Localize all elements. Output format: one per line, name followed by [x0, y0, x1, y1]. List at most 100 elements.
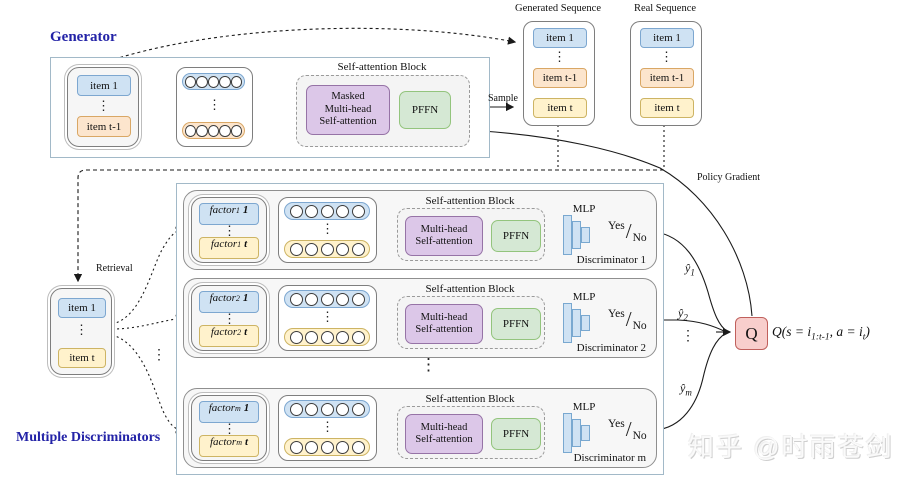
- mlp-bar: [572, 309, 581, 337]
- item-chip: item t: [640, 98, 694, 118]
- formula-sub1: 1:t-1: [811, 332, 830, 343]
- yes-no-output: Yes / No: [608, 307, 647, 332]
- item-chip: item t: [533, 98, 587, 118]
- ellipsis: ⋮: [321, 419, 334, 434]
- slash: /: [625, 307, 632, 331]
- sample-label: Sample: [488, 93, 518, 104]
- multiple-discriminators-label: Multiple Discriminators: [16, 430, 161, 445]
- mlp-bar: [563, 303, 572, 343]
- discriminator-name: Discriminator 2: [576, 342, 646, 354]
- factor-sub: m: [236, 438, 242, 447]
- sablock: Multi-head Self-attention PFFN: [397, 208, 545, 261]
- policy-gradient-label: Policy Gradient: [697, 172, 761, 183]
- yes-no-output: Yes / No: [608, 417, 647, 442]
- no-label: No: [632, 319, 647, 332]
- factor-sub: 1: [235, 206, 240, 215]
- generated-sequence-title: Generated Sequence: [515, 3, 601, 14]
- pffn-box: PFFN: [399, 91, 451, 129]
- ellipsis: ⋮: [660, 49, 673, 64]
- ellipsis: ⋮: [681, 329, 695, 344]
- mlp-label: MLP: [572, 401, 596, 413]
- formula-pre: Q(s = i: [772, 324, 812, 339]
- factor-base: factor: [208, 402, 235, 414]
- pffn-box: PFFN: [491, 308, 541, 340]
- yhat-base: ŷ: [680, 381, 686, 395]
- generated-sequence-box: item 1 ⋮ item t-1 item t: [523, 21, 595, 126]
- embedding-circles-row: [284, 328, 370, 346]
- retrieval-input-box: item 1 ⋮ item t: [50, 288, 112, 375]
- factor-sub: 2: [235, 294, 240, 303]
- item-chip: item t-1: [77, 116, 131, 137]
- ellipsis: ⋮: [152, 348, 166, 363]
- discriminator-name: Discriminator 1: [576, 254, 646, 266]
- sablock: Multi-head Self-attention PFFN: [397, 406, 545, 459]
- embedding-circles-row: [284, 290, 370, 308]
- ellipsis: ⋮: [75, 322, 88, 337]
- arrow-retrieval-branch-1: [111, 226, 185, 325]
- factor-index: t: [244, 238, 248, 250]
- yhat-sub: 1: [690, 267, 695, 278]
- mlp-bar: [581, 227, 590, 243]
- yes-label: Yes: [608, 307, 625, 320]
- ellipsis: ⋮: [223, 223, 236, 238]
- output-yhat-m: ŷm: [680, 381, 692, 397]
- factor-sub: 2: [237, 328, 242, 337]
- formula-sub2: t: [862, 332, 866, 343]
- embedding-box: ⋮: [278, 285, 377, 351]
- mlp-bar: [581, 425, 590, 441]
- multihead-attention-box: Multi-head Self-attention: [405, 216, 483, 256]
- arrow-retrieval-branch-2: [111, 314, 185, 330]
- formula-mid: , a = i: [829, 324, 863, 339]
- output-yhat-1: ŷ1: [685, 261, 695, 277]
- factor-index: 1: [242, 204, 249, 216]
- embedding-circles-row: [284, 438, 370, 456]
- mlp-bar: [581, 315, 590, 331]
- pffn-box: PFFN: [491, 220, 541, 252]
- no-label: No: [632, 429, 647, 442]
- factor-index: t: [245, 436, 249, 448]
- masked-multihead-attention-box: Masked Multi-head Self-attention: [306, 85, 390, 135]
- ellipsis: ⋮: [321, 221, 334, 236]
- multihead-attention-box: Multi-head Self-attention: [405, 304, 483, 344]
- sablock-title: Self-attention Block: [425, 283, 515, 295]
- yhat-sub: 2: [683, 312, 688, 323]
- generator-embedding-box: ⋮: [176, 67, 253, 147]
- sablock-title: Self-attention Block: [425, 393, 515, 405]
- curve-d1-output: [654, 231, 728, 332]
- ellipsis: ⋮: [208, 97, 221, 112]
- discriminator-name: Discriminator m: [573, 452, 646, 464]
- mlp-bar: [572, 419, 581, 447]
- factor-base: factor: [209, 292, 236, 304]
- embedding-circles-row: [284, 202, 370, 220]
- embedding-circles-row: [182, 122, 245, 139]
- item-chip: item t-1: [533, 68, 587, 88]
- yhat-base: ŷ: [678, 306, 684, 320]
- item-chip: item 1: [640, 28, 694, 48]
- factor-base: factor: [209, 436, 237, 448]
- yhat-base: ŷ: [685, 261, 691, 275]
- generator-input-box: item 1 ⋮ item t-1: [67, 67, 139, 147]
- q-value-box: Q: [735, 317, 768, 350]
- yes-label: Yes: [608, 219, 625, 232]
- formula-post: ): [865, 324, 870, 339]
- yes-no-output: Yes / No: [608, 219, 647, 244]
- ellipsis: ⋮: [97, 98, 110, 113]
- mlp-label: MLP: [572, 203, 596, 215]
- yes-label: Yes: [608, 417, 625, 430]
- item-chip: item t: [58, 348, 106, 368]
- factor-index: 1: [243, 402, 250, 414]
- factor-index: t: [244, 326, 248, 338]
- factor-base: factor: [209, 204, 236, 216]
- real-sequence-box: item 1 ⋮ item t-1 item t: [630, 21, 702, 126]
- real-sequence-title: Real Sequence: [633, 3, 697, 14]
- factor-base: factor: [210, 238, 238, 250]
- item-chip: item 1: [58, 298, 106, 318]
- mlp-bar: [563, 215, 572, 255]
